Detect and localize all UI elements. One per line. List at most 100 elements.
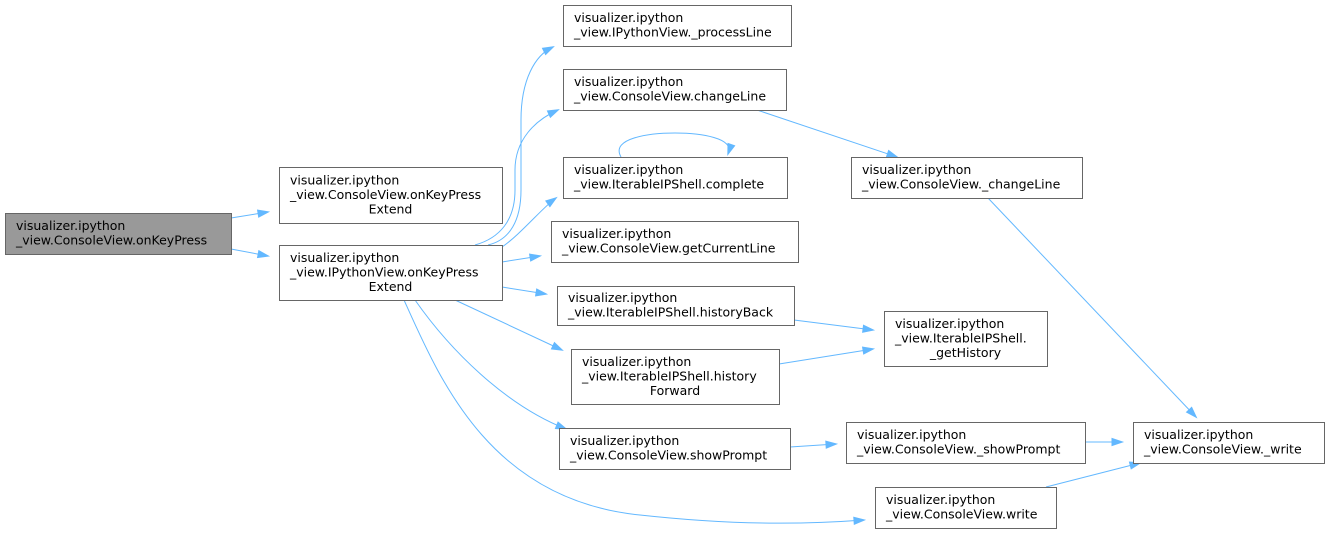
edge-showPrompt-to-write-arrowhead: [1111, 437, 1125, 447]
node-label-line: _view.ConsoleView.onKeyPress: [15, 233, 207, 248]
edge-ipvonKeyPressExtend-to-write-arrowhead: [853, 516, 867, 525]
nodes-layer: visualizer.ipython_view.ConsoleView.onKe…: [5, 5, 1325, 529]
edge-ipvonKeyPressExtend-to-write: [403, 299, 867, 525]
node-ipv-onKeyPressExtend[interactable]: visualizer.ipython_view.IPythonView.onKe…: [279, 245, 503, 301]
node-label-line: _getHistory: [929, 345, 1002, 360]
node-complete[interactable]: visualizer.ipython_view.IterableIPShell.…: [563, 157, 788, 199]
edge-showPrompt-to-showPrompt-arrowhead: [825, 440, 839, 449]
edge-ipvonKeyPressExtend-to-historyBack-arrowhead: [534, 288, 549, 297]
node-box: [551, 221, 799, 263]
node-label-line: Forward: [650, 383, 700, 398]
node-box: [5, 213, 232, 255]
node-label-line: visualizer.ipython: [574, 162, 683, 177]
edge-ipvonKeyPressExtend-to-getCurrentLine: [501, 253, 543, 263]
edge-onKeyPress-to-cvonKeyPressExtend: [230, 209, 271, 219]
node-box: [279, 167, 503, 224]
node-label-line: visualizer.ipython: [16, 218, 125, 233]
edge-ipvonKeyPressExtend-to-processLine-line: [487, 46, 554, 246]
node-label-line: _view.IterableIPShell.: [894, 330, 1027, 345]
node-label-line: _view.IterableIPShell.historyBack: [567, 305, 774, 320]
node-getHistory[interactable]: visualizer.ipython_view.IterableIPShell.…: [884, 311, 1048, 367]
node-changeLine[interactable]: visualizer.ipython_view.ConsoleView.chan…: [563, 69, 787, 111]
node-write[interactable]: visualizer.ipython_view.ConsoleView.writ…: [875, 487, 1057, 529]
node-box: [1133, 422, 1325, 464]
edge-historyForward-to-getHistory-arrowhead: [861, 346, 876, 355]
node-label-line: _view.IterableIPShell.history: [581, 368, 757, 383]
node-processLine[interactable]: visualizer.ipython_view.IPythonView._pro…: [563, 5, 792, 47]
edge-changeLine-to-changeLine: [756, 109, 899, 158]
edge-ipvonKeyPressExtend-to-complete-line: [501, 197, 557, 248]
node-label-line: _view.ConsoleView.getCurrentLine: [561, 241, 776, 256]
node-label-line: visualizer.ipython: [568, 290, 677, 305]
node-box: [571, 349, 780, 405]
node-box: [846, 422, 1086, 464]
node-label-line: _view.ConsoleView._changeLine: [861, 177, 1061, 192]
node-write[interactable]: visualizer.ipython_view.ConsoleView._wri…: [1133, 422, 1325, 464]
node-showPrompt[interactable]: visualizer.ipython_view.ConsoleView.show…: [559, 428, 791, 470]
edge-historyBack-to-getHistory: [793, 319, 876, 333]
edge-showPrompt-to-write: [1085, 437, 1125, 447]
edge-write-to-write: [1045, 461, 1143, 488]
node-cv-onKeyPressExtend[interactable]: visualizer.ipython_view.ConsoleView.onKe…: [279, 167, 503, 224]
edges-layer: [230, 46, 1198, 525]
edge-ipvonKeyPressExtend-to-showPrompt: [414, 299, 568, 430]
node-label-line: visualizer.ipython: [290, 250, 399, 265]
edge-ipvonKeyPressExtend-to-historyForward-line: [454, 299, 563, 351]
node-historyForward[interactable]: visualizer.ipython_view.IterableIPShell.…: [571, 349, 780, 405]
edge-historyForward-to-getHistory: [778, 346, 876, 365]
edge-ipvonKeyPressExtend-to-historyBack: [501, 286, 549, 297]
edge-changeLine-to-write: [987, 197, 1198, 419]
edge-changeLine-to-write-arrowhead: [1185, 406, 1198, 419]
node-label-line: _view.ConsoleView.onKeyPress: [289, 187, 481, 202]
node-box: [563, 5, 792, 47]
edge-complete-to-complete-arrowhead: [727, 142, 736, 156]
node-box: [559, 428, 791, 470]
node-label-line: _view.ConsoleView._write: [1143, 442, 1302, 457]
edge-changeLine-to-changeLine-arrowhead: [885, 149, 899, 158]
edge-write-to-write-line: [1045, 462, 1141, 488]
node-label-line: _view.ConsoleView.write: [885, 507, 1038, 522]
edge-showPrompt-to-showPrompt: [789, 440, 839, 449]
node-label-line: _view.IPythonView.onKeyPress: [289, 264, 479, 279]
node-box: [875, 487, 1057, 529]
edge-ipvonKeyPressExtend-to-changeLine-line: [474, 109, 559, 246]
node-box: [563, 69, 787, 111]
node-label-line: _view.IterableIPShell.complete: [573, 177, 764, 192]
edge-ipvonKeyPressExtend-to-changeLine: [474, 109, 560, 246]
node-box: [557, 286, 795, 326]
edge-complete-to-complete-line: [618, 132, 730, 158]
edge-ipvonKeyPressExtend-to-getCurrentLine-arrowhead: [528, 253, 543, 262]
edge-ipvonKeyPressExtend-to-changeLine-arrowhead: [546, 109, 560, 119]
edge-ipvonKeyPressExtend-to-write-line: [403, 299, 865, 524]
node-box: [563, 157, 788, 199]
node-label-line: visualizer.ipython: [562, 226, 671, 241]
edge-historyBack-to-getHistory-line: [793, 319, 874, 331]
node-getCurrentLine[interactable]: visualizer.ipython_view.ConsoleView.getC…: [551, 221, 799, 263]
node-label-line: visualizer.ipython: [574, 10, 683, 25]
edge-ipvonKeyPressExtend-to-historyForward: [454, 299, 564, 351]
edge-complete-to-complete: [618, 132, 736, 158]
node-changeLine[interactable]: visualizer.ipython_view.ConsoleView._cha…: [851, 157, 1083, 199]
edge-ipvonKeyPressExtend-to-showPrompt-line: [414, 299, 567, 430]
edge-onKeyPress-to-ipvonKeyPressExtend: [230, 248, 271, 259]
node-label-line: visualizer.ipython: [886, 492, 995, 507]
node-showPrompt[interactable]: visualizer.ipython_view.ConsoleView._sho…: [846, 422, 1086, 464]
node-onKeyPress[interactable]: visualizer.ipython_view.ConsoleView.onKe…: [5, 213, 232, 255]
node-historyBack[interactable]: visualizer.ipython_view.IterableIPShell.…: [557, 286, 795, 326]
node-box: [884, 311, 1048, 367]
edge-ipvonKeyPressExtend-to-complete-arrowhead: [545, 196, 558, 208]
edge-changeLine-to-write-line: [987, 197, 1197, 418]
node-label-line: visualizer.ipython: [570, 433, 679, 448]
node-label-line: visualizer.ipython: [862, 162, 971, 177]
node-label-line: visualizer.ipython: [895, 316, 1004, 331]
node-label-line: visualizer.ipython: [857, 427, 966, 442]
edge-ipvonKeyPressExtend-to-processLine: [487, 46, 555, 246]
edge-onKeyPress-to-cvonKeyPressExtend-arrowhead: [256, 209, 271, 218]
edge-historyForward-to-getHistory-line: [778, 348, 874, 365]
node-label-line: visualizer.ipython: [290, 172, 399, 187]
edge-changeLine-to-changeLine-line: [756, 109, 898, 158]
node-label-line: visualizer.ipython: [582, 354, 691, 369]
edge-ipvonKeyPressExtend-to-historyForward-arrowhead: [550, 341, 564, 351]
node-label-line: _view.ConsoleView.changeLine: [573, 89, 766, 104]
